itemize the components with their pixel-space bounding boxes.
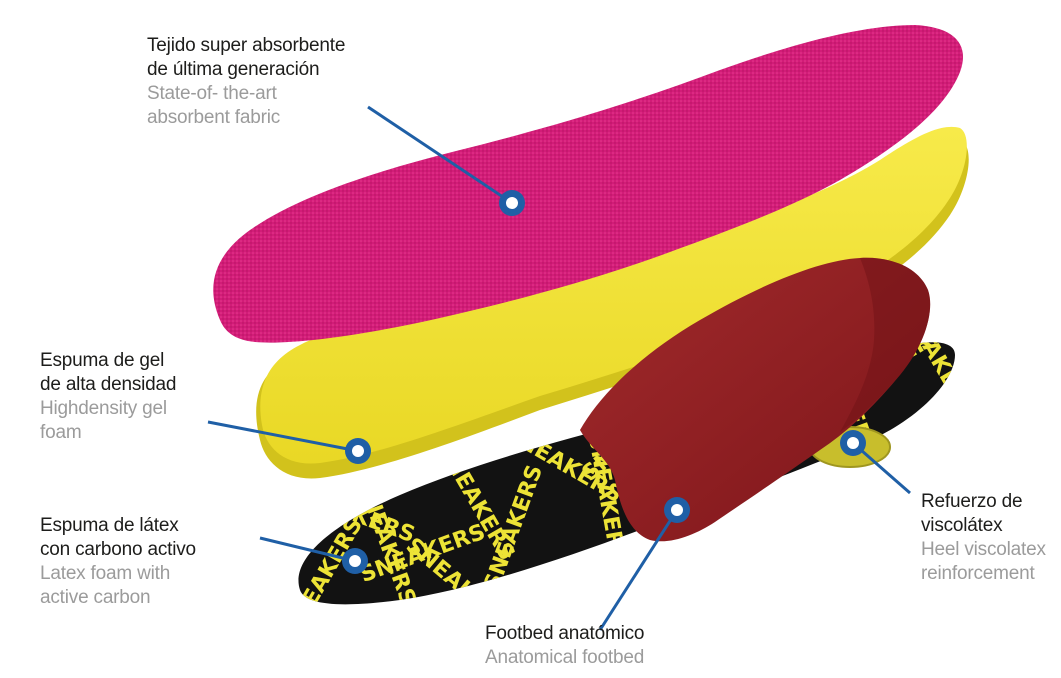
fabric-label-en-line-1: State-of- the-art [147,82,345,106]
latex-callout-dot [342,548,368,574]
footbed-label-en-line-1: Anatomical footbed [485,646,644,670]
heel-label-es-line-2: viscolátex [921,514,1061,538]
gel-label-es-line-1: Espuma de gel [40,349,176,373]
latex-label-es-line-2: con carbono activo [40,538,196,562]
fabric-label: Tejido super absorbente de última genera… [147,34,345,130]
latex-label-en-line-1: Latex foam with [40,562,196,586]
latex-label: Espuma de látex con carbono activo Latex… [40,514,196,610]
gel-label-en-line-2: foam [40,421,176,445]
gel-label-en-line-1: Highdensity gel [40,397,176,421]
footbed-label-es-line-1: Footbed anatómico [485,622,644,646]
gel-label-es-line-2: de alta densidad [40,373,176,397]
footbed-label: Footbed anatómico Anatomical footbed [485,622,644,670]
fabric-label-es-line-2: de última generación [147,58,345,82]
heel-label: Refuerzo de viscolátex Heel viscolatex r… [921,490,1061,586]
heel-label-en-line-1: Heel viscolatex [921,538,1061,562]
heel-label-es-line-1: Refuerzo de [921,490,1061,514]
latex-label-es-line-1: Espuma de látex [40,514,196,538]
gel-label: Espuma de gel de alta densidad Highdensi… [40,349,176,445]
fabric-label-en-line-2: absorbent fabric [147,106,345,130]
fabric-callout-dot [499,190,525,216]
heel-callout-dot [840,430,866,456]
footbed-callout-dot [664,497,690,523]
fabric-label-es-line-1: Tejido super absorbente [147,34,345,58]
heel-label-en-line-2: reinforcement [921,562,1061,586]
latex-label-en-line-2: active carbon [40,586,196,610]
gel-callout-dot [345,438,371,464]
